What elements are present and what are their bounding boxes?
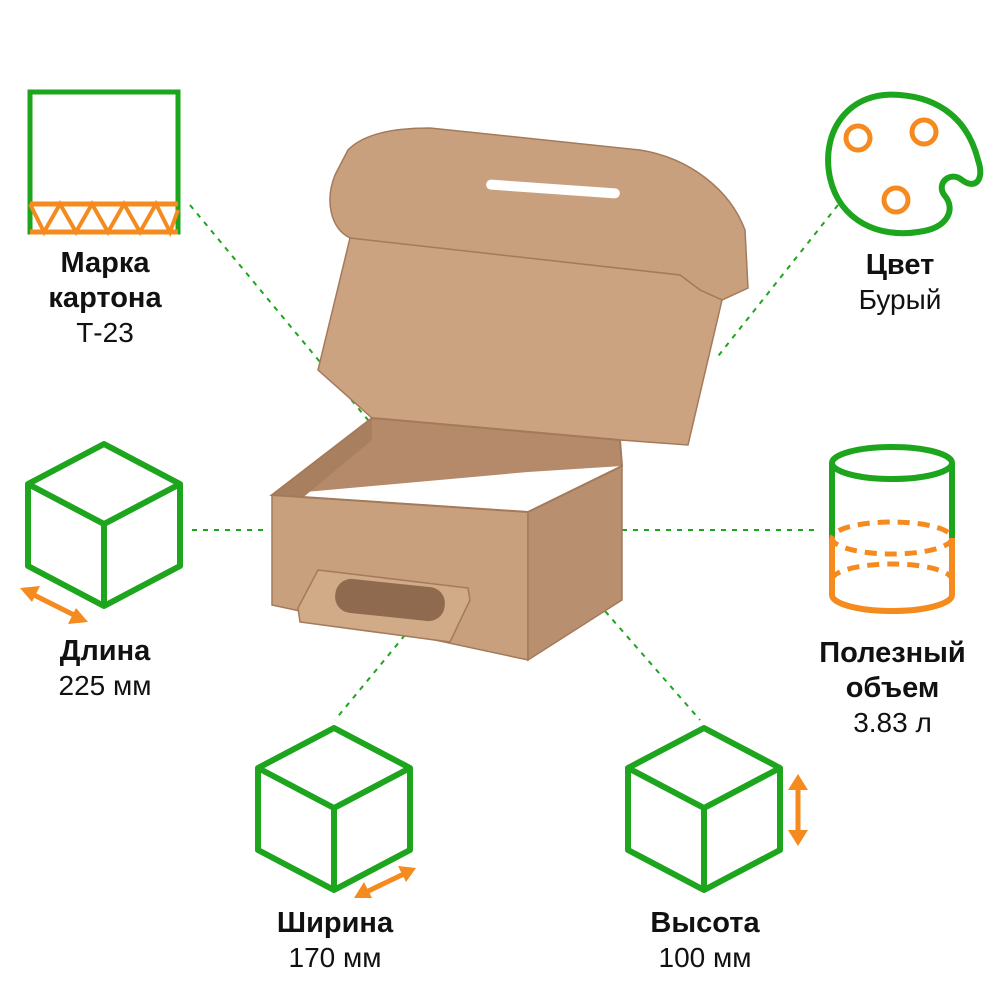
- length-spec: Длина 225 мм: [20, 634, 190, 702]
- height-arrow-icon: [788, 774, 808, 846]
- connector-width: [334, 634, 406, 721]
- height-spec: Высота 100 мм: [620, 906, 790, 974]
- volume-value: 3.83 л: [853, 706, 932, 738]
- volume-spec: Полезный объем 3.83 л: [800, 636, 985, 739]
- color-value: Бурый: [858, 283, 942, 315]
- length-title: Длина: [59, 635, 151, 667]
- length-arrow-icon: [20, 586, 88, 624]
- width-arrow-icon: [354, 866, 416, 898]
- corrugated-board-icon: [27, 89, 181, 238]
- volume-title-line2: объем: [845, 671, 940, 704]
- connector-height: [597, 602, 701, 721]
- width-value: 170 мм: [288, 941, 382, 973]
- width-title: Ширина: [276, 907, 394, 939]
- grade-title-line2: картона: [48, 281, 162, 314]
- cube-width-icon: [255, 725, 416, 898]
- length-value: 225 мм: [58, 669, 152, 701]
- grade-value: Т-23: [76, 316, 134, 348]
- grade-spec: Марка картона Т-23: [20, 246, 190, 349]
- cardboard-box-image: [269, 127, 749, 662]
- grade-title-line1: Марка: [60, 247, 150, 279]
- height-title: Высота: [650, 907, 760, 939]
- cube-height-icon: [625, 725, 808, 893]
- volume-title-line1: Полезный: [819, 637, 966, 669]
- color-spec: Цвет Бурый: [820, 248, 980, 316]
- width-spec: Ширина 170 мм: [250, 906, 420, 974]
- cylinder-volume-icon: [829, 444, 955, 614]
- cube-length-icon: [20, 441, 183, 624]
- color-title: Цвет: [865, 249, 935, 281]
- palette-icon: [825, 91, 984, 237]
- height-value: 100 мм: [658, 941, 752, 973]
